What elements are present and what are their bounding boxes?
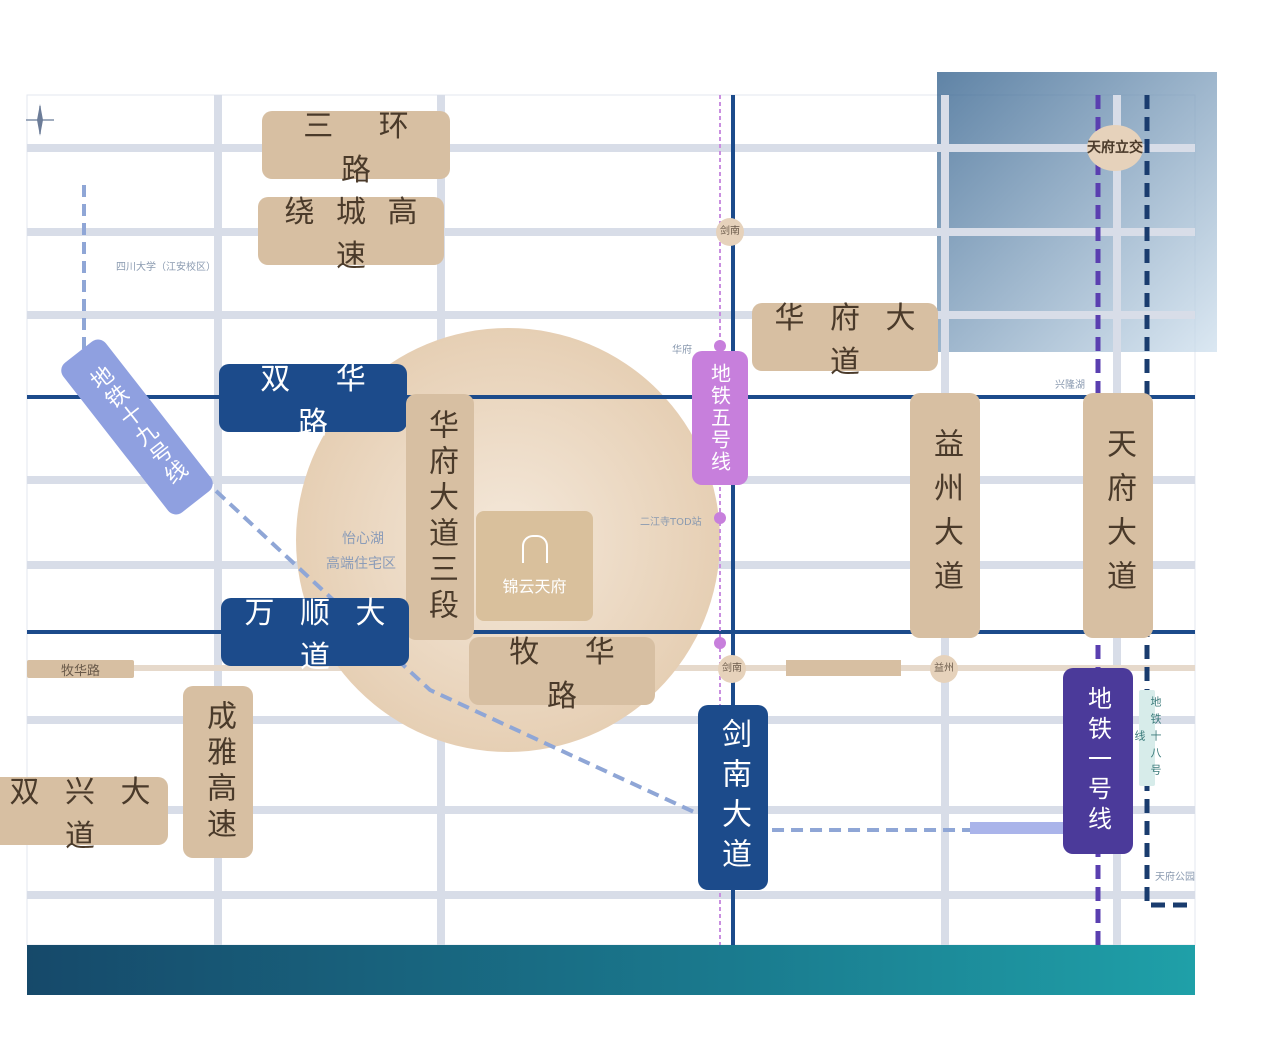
road-label-yizhou: 益州大道 xyxy=(910,393,980,638)
station-label-erjiangsi: 二江寺TOD站 xyxy=(640,517,702,528)
node-tianfu-lian: 天府立交 xyxy=(1087,125,1143,171)
metro-label-line1: 地铁一号线 xyxy=(1063,668,1133,854)
compass-icon xyxy=(26,104,54,136)
road-label-sanhuan: 三 环 路 xyxy=(262,109,450,188)
road-label-tianfu-avenue: 天府大道 xyxy=(1083,393,1153,638)
road-label-wanshun: 万 顺 大 道 xyxy=(221,596,409,675)
building-decoration xyxy=(937,72,1217,352)
node-yizhou: 益州 xyxy=(930,655,958,683)
area-label-line2: 高端住宅区 xyxy=(326,556,396,572)
metro-label-line5: 地铁五号线 xyxy=(692,351,748,485)
muhua-road-segment xyxy=(786,660,901,676)
metro-line-19 xyxy=(82,185,1098,832)
area-label-line1: 怡心湖 xyxy=(342,531,384,547)
station-label-sichuan-univ: 四川大学（江安校区） xyxy=(116,262,216,273)
station-label-tianfu-sq: 天府公园 xyxy=(1155,872,1195,883)
road-label-muhua-small: 牧华路 xyxy=(27,660,134,679)
road-label-shuanghua: 双 华 路 xyxy=(219,362,407,441)
sea-decoration xyxy=(27,945,1195,995)
metro-line-18 xyxy=(1144,95,1192,908)
metro-label-line18: 地铁十八号线 xyxy=(1133,690,1162,786)
station-markers xyxy=(714,340,726,649)
road-label-huafu-avenue: 华 府 大 道 xyxy=(752,301,938,380)
project-logo-icon xyxy=(521,535,548,563)
project-marker[interactable]: 锦云天府 xyxy=(476,511,593,621)
station-label-huafu: 华府 xyxy=(672,345,692,356)
node-jiannan: 剑南 xyxy=(718,655,746,683)
station-label-xinglong: 兴隆湖 xyxy=(1055,380,1085,391)
project-name: 锦云天府 xyxy=(502,577,567,596)
road-label-raocheng: 绕 城 高 速 xyxy=(258,195,444,274)
metro-line-19-segment xyxy=(970,822,1065,834)
road-label-muhua: 牧 华 路 xyxy=(469,635,655,714)
node-jiannan-north: 剑南 xyxy=(716,218,744,246)
road-label-shuangxing: 双 兴 大 道 xyxy=(0,775,168,854)
road-label-jiannan: 剑南大道 xyxy=(698,705,768,890)
road-label-chengya: 成雅高速 xyxy=(183,686,253,858)
road-label-huafu-section3: 华府大道三段 xyxy=(406,394,474,640)
